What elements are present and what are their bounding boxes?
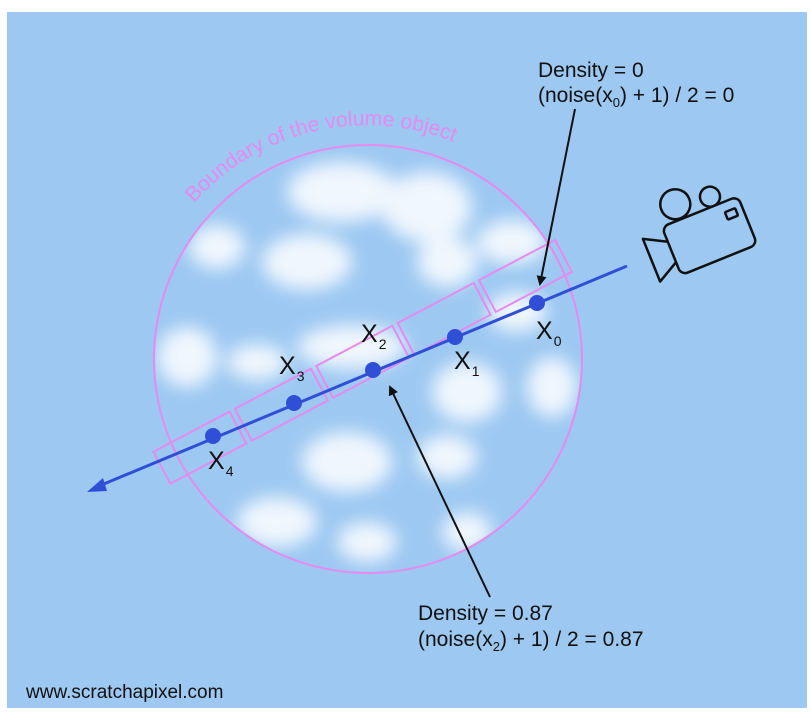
- diagram-svg: Boundary of the volume object: [87, 107, 757, 598]
- camera-icon: [641, 185, 757, 283]
- step-box: [396, 281, 492, 357]
- ray-arrowhead: [87, 478, 107, 492]
- annotation-top-formula: (noise(x0) + 1) / 2 = 0: [538, 84, 735, 110]
- sample-point-x3: [286, 395, 302, 411]
- annotation-bottom-density: Density = 0.87: [418, 602, 553, 625]
- sample-point-x4: [205, 428, 221, 444]
- pointer-arrow-x2: [388, 385, 491, 598]
- label-x1: X1: [454, 347, 480, 379]
- label-x4: X4: [208, 447, 234, 479]
- label-x2: X2: [361, 320, 387, 352]
- pointer-arrow-x0: [536, 108, 576, 286]
- volume-boundary-circle: [153, 144, 583, 574]
- noise-clouds: [157, 162, 577, 562]
- label-x3: X3: [279, 352, 305, 384]
- sample-point-x1: [447, 329, 463, 345]
- sample-point-x2: [365, 362, 381, 378]
- annotation-bottom-formula: (noise(x2) + 1) / 2 = 0.87: [418, 628, 644, 654]
- footer-url: www.scratchapixel.com: [26, 682, 224, 703]
- diagram-canvas: Boundary of the volume object: [7, 12, 807, 708]
- sample-point-x0: [529, 295, 545, 311]
- step-box: [477, 238, 574, 314]
- annotation-top-density: Density = 0: [538, 59, 644, 82]
- label-x0: X0: [536, 317, 562, 349]
